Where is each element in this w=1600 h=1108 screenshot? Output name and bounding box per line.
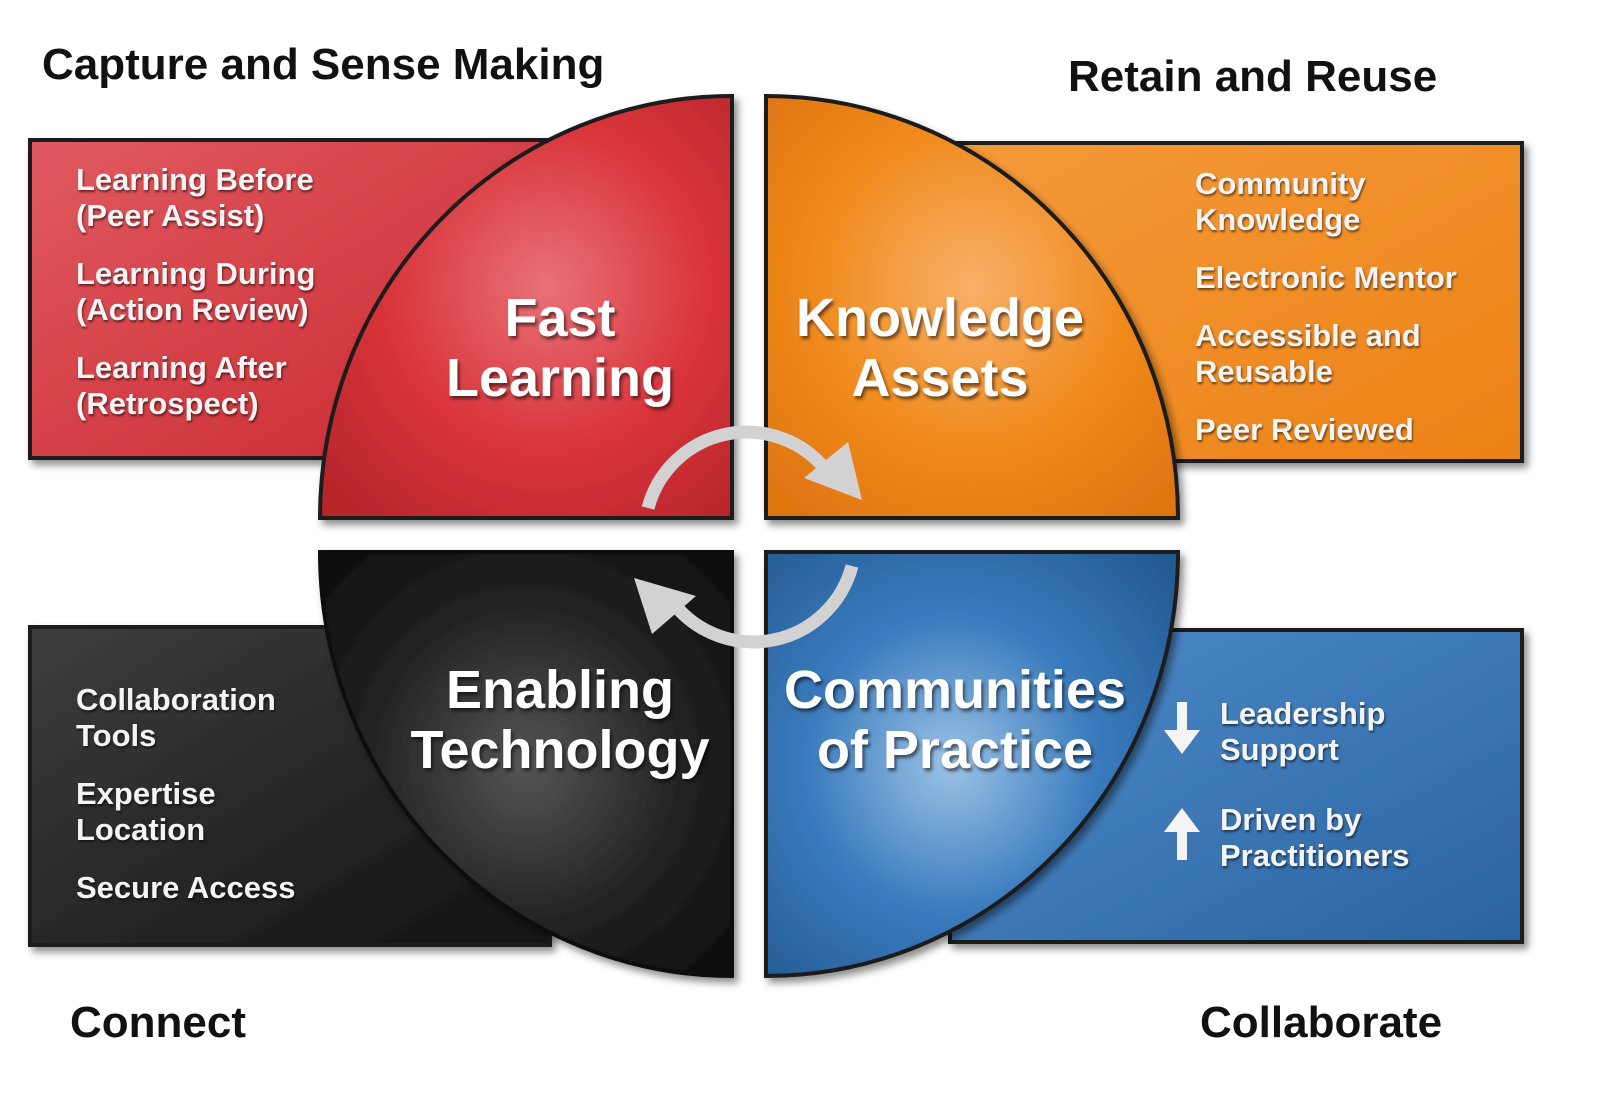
list-item: Electronic Mentor: [1195, 260, 1457, 295]
connect-label: Connect: [70, 998, 246, 1047]
knowledge-assets-items: Community Knowledge Electronic Mentor Ac…: [1195, 166, 1505, 470]
list-item: Expertise Location: [76, 776, 216, 847]
leadership-support-text: Leadership Support: [1220, 696, 1386, 767]
cycle-arrows-icon: [634, 425, 862, 649]
red-quarter: [317, 93, 734, 520]
retain-reuse-label: Retain and Reuse: [1068, 52, 1438, 101]
orange-quarter: [764, 93, 1181, 520]
communities-of-practice-title: Communities of Practice: [783, 660, 1127, 780]
capture-sense-making-label: Capture and Sense Making: [42, 40, 605, 89]
list-item: Learning Before (Peer Assist): [76, 162, 314, 233]
arrow-up-icon: [1164, 808, 1200, 860]
list-item: Learning After (Retrospect): [76, 350, 287, 421]
list-item: Leadership Support: [1162, 696, 1492, 768]
list-item: Driven by Practitioners: [1162, 802, 1492, 874]
list-item: Community Knowledge: [1195, 166, 1366, 237]
list-item: Collaboration Tools: [76, 682, 276, 753]
arrow-down-icon: [1164, 702, 1200, 754]
list-item: Secure Access: [76, 870, 296, 905]
blue-quarter: [764, 550, 1181, 979]
communities-items: Leadership Support Driven by Practitione…: [1162, 696, 1492, 908]
collaborate-label: Collaborate: [1200, 998, 1443, 1047]
enabling-technology-items: Collaboration Tools Expertise Location S…: [76, 682, 356, 928]
knowledge-assets-title: Knowledge Assets: [795, 288, 1084, 408]
enabling-technology-title: Enabling Technology: [410, 660, 710, 780]
fast-learning-title: Fast Learning: [445, 288, 675, 408]
list-item: Accessible and Reusable: [1195, 318, 1421, 389]
black-quarter: [317, 550, 734, 979]
fast-learning-items: Learning Before (Peer Assist) Learning D…: [76, 162, 376, 444]
driven-by-practitioners-text: Driven by Practitioners: [1220, 802, 1410, 873]
list-item: Learning During (Action Review): [76, 256, 316, 327]
list-item: Peer Reviewed: [1195, 412, 1414, 447]
